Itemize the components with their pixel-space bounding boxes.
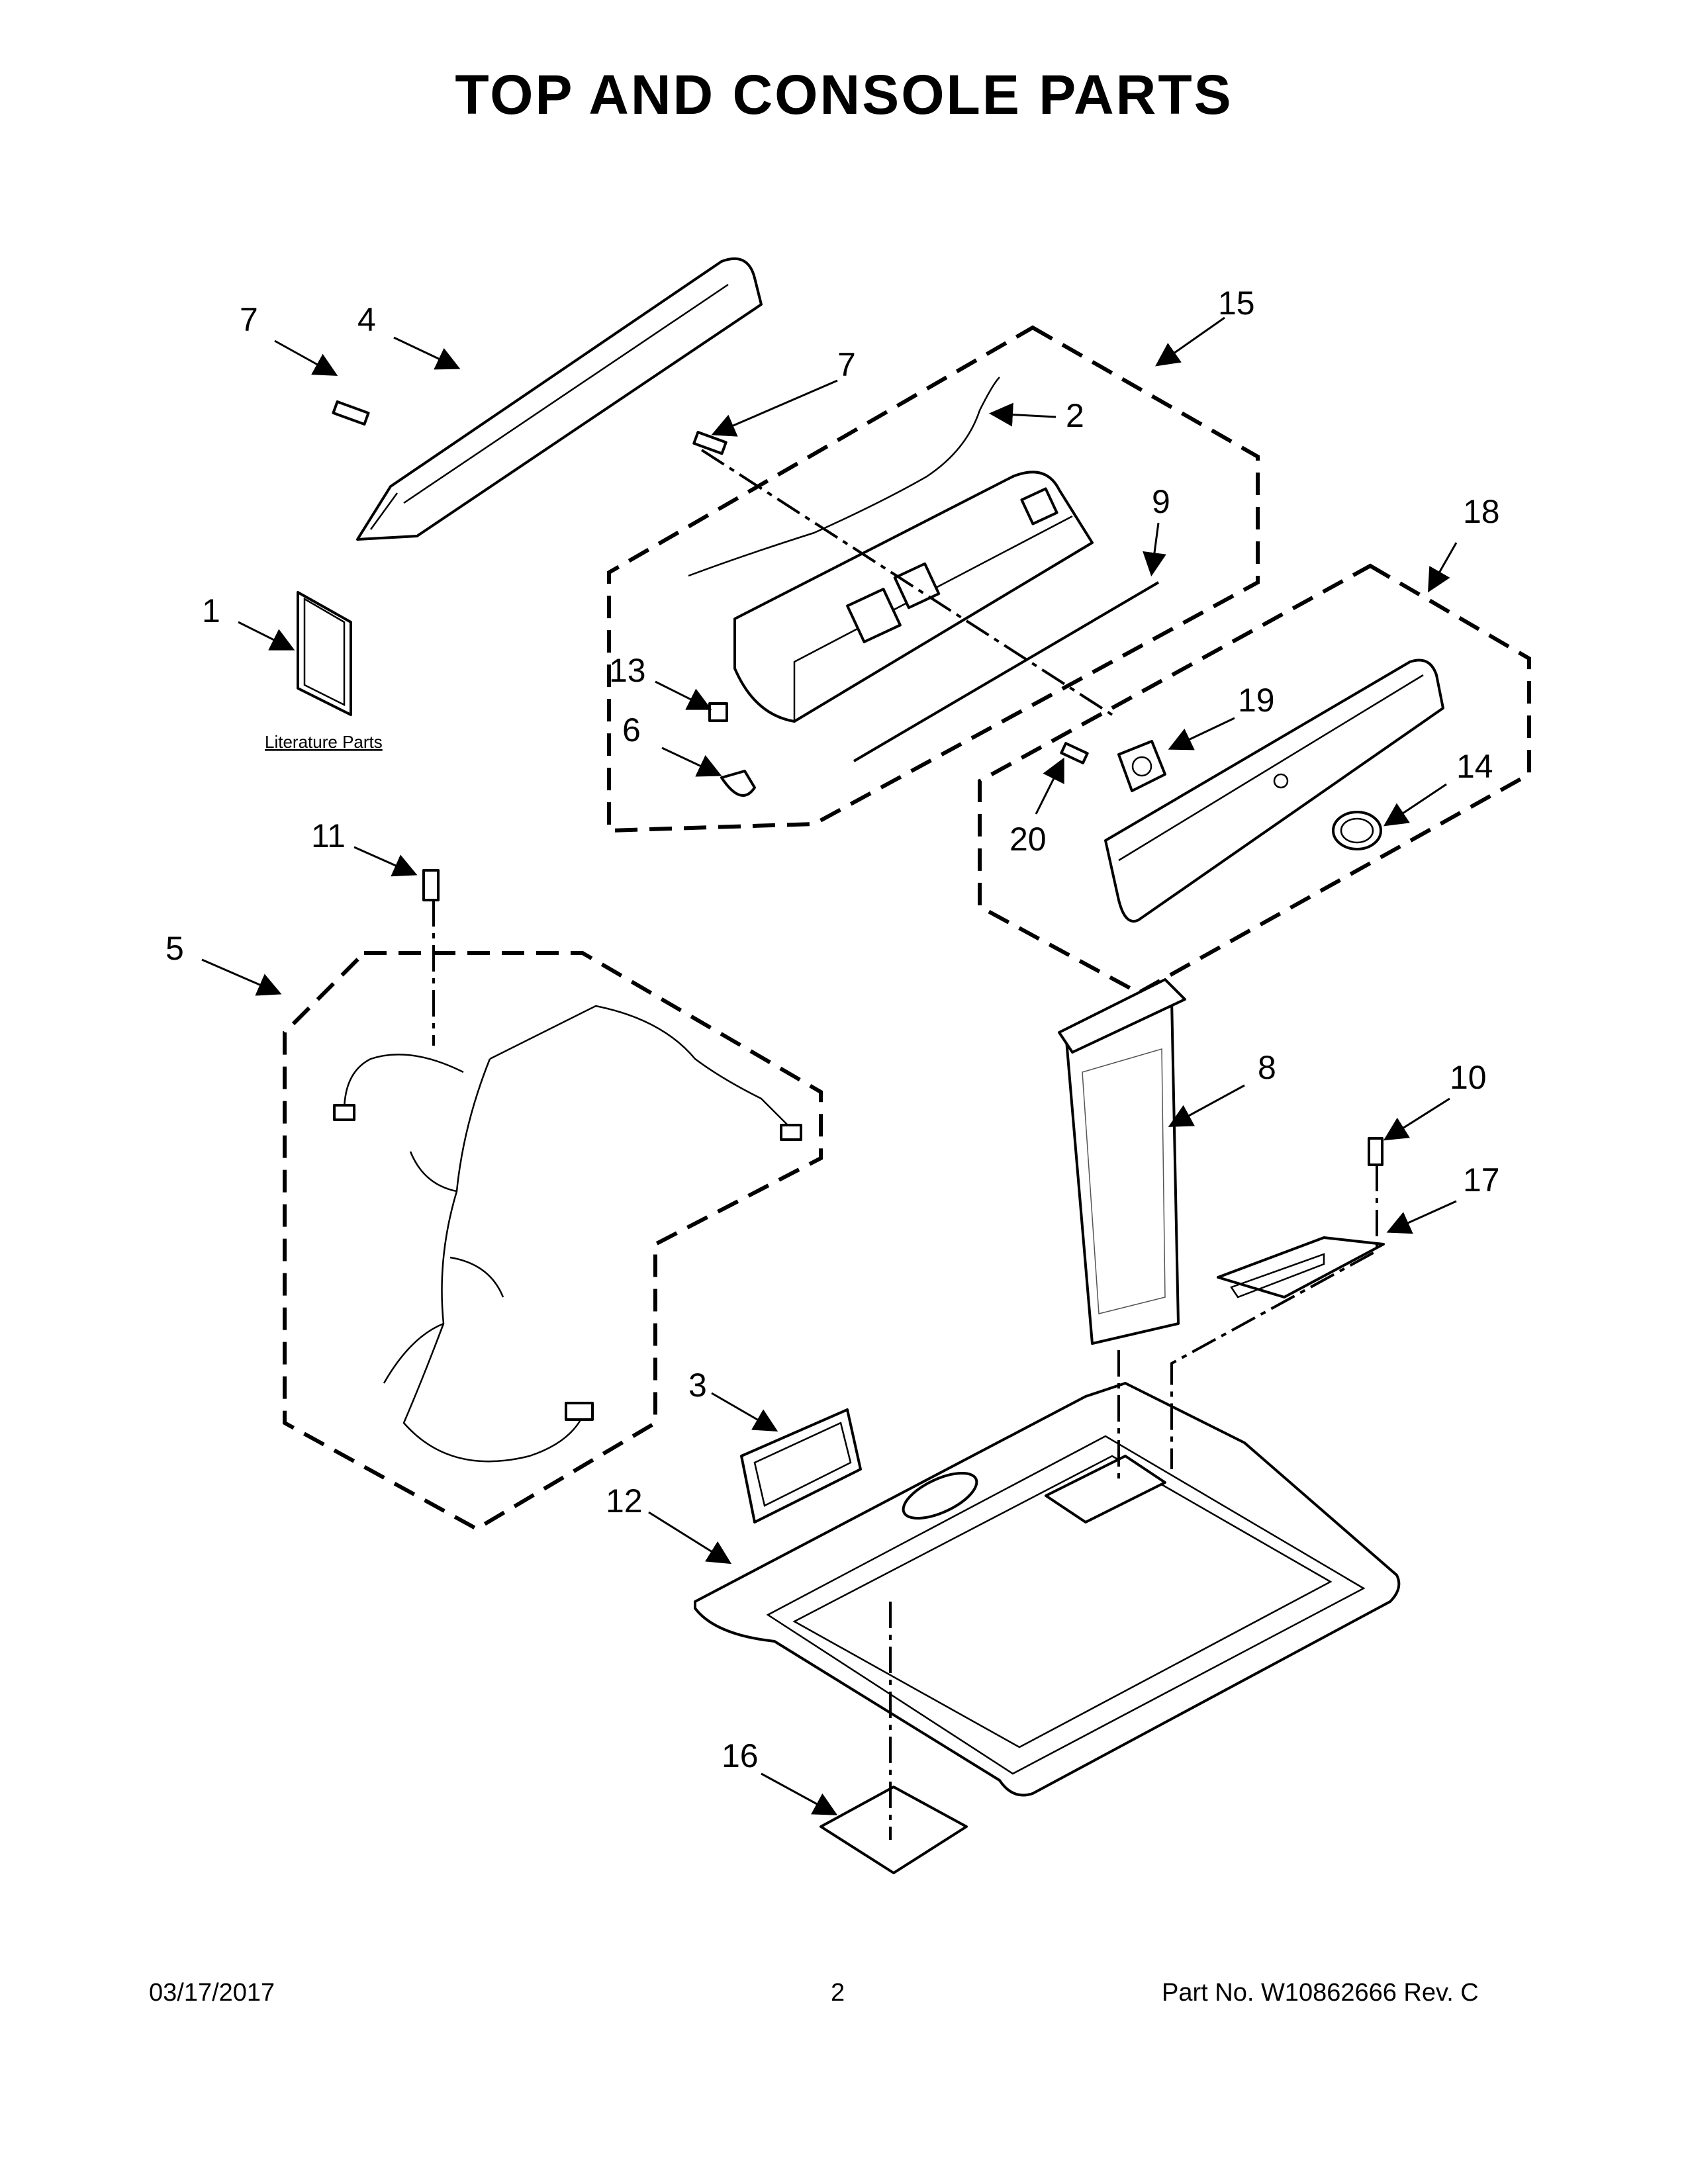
callout-4: 4 <box>357 301 376 338</box>
control-knob <box>1332 811 1382 850</box>
callout-18: 18 <box>1463 493 1500 530</box>
footer-date: 03/17/2017 <box>149 1979 275 2007</box>
literature-booklet <box>297 591 352 716</box>
callout-13: 13 <box>609 652 646 689</box>
callout-10: 10 <box>1450 1059 1487 1096</box>
callout-7: 7 <box>240 301 258 338</box>
callout-11: 11 <box>311 817 346 854</box>
literature-parts-label: Literature Parts <box>265 732 383 752</box>
callout-8: 8 <box>1258 1049 1276 1086</box>
console-wire <box>688 377 1000 577</box>
footer-part-number: Part No. W10862666 Rev. C <box>1162 1979 1479 2007</box>
group-outline-18 <box>978 563 1531 995</box>
console-rod <box>853 581 1160 762</box>
group-outline-5 <box>283 951 823 1531</box>
callout-7: 7 <box>837 346 856 383</box>
console-front-panel <box>1104 659 1444 923</box>
callout-14: 14 <box>1456 748 1493 785</box>
callout-5: 5 <box>165 930 184 967</box>
callout-17: 17 <box>1463 1161 1500 1199</box>
main-wire-harness <box>333 1005 802 1463</box>
footer-page-number: 2 <box>831 1979 845 2007</box>
lint-screen <box>1058 978 1186 1345</box>
callout-1: 1 <box>202 592 220 629</box>
clip-13 <box>708 702 728 722</box>
screw-icon <box>332 400 370 426</box>
bracket-17 <box>1217 1236 1385 1298</box>
callout-9: 9 <box>1152 483 1170 520</box>
callout-20: 20 <box>1009 821 1047 858</box>
clip-6 <box>720 770 756 797</box>
callout-12: 12 <box>606 1482 643 1520</box>
callout-3: 3 <box>688 1367 707 1404</box>
console-back-panel <box>356 257 763 541</box>
callout-16: 16 <box>722 1737 759 1774</box>
callout-15: 15 <box>1218 285 1255 322</box>
callout-19: 19 <box>1238 682 1275 719</box>
group-outline-15 <box>607 325 1260 833</box>
console-control-housing <box>733 471 1094 723</box>
callout-2: 2 <box>1066 397 1084 434</box>
control-board <box>740 1408 862 1524</box>
page-title: TOP AND CONSOLE PARTS <box>455 64 1233 126</box>
screw-icon <box>422 869 440 901</box>
screw-icon <box>1060 742 1089 764</box>
top-panel <box>694 1382 1401 1797</box>
encoder-switch <box>1117 740 1166 792</box>
label-16 <box>820 1786 968 1874</box>
callout-6: 6 <box>622 711 641 749</box>
screw-icon <box>692 431 727 455</box>
screw-icon <box>1368 1137 1383 1166</box>
